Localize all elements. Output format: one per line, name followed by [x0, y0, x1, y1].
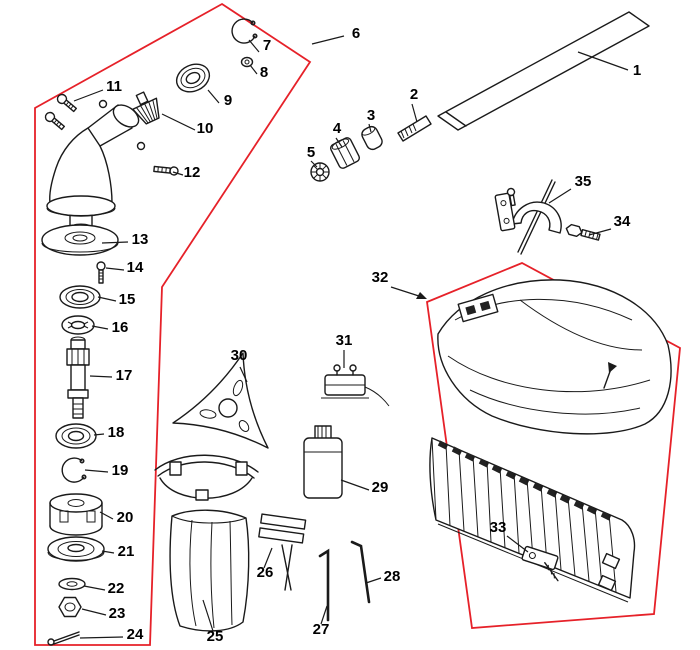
part-label-30: 30: [231, 347, 248, 364]
part-washer-lower: [58, 577, 86, 591]
part-label-6: 6: [352, 25, 360, 42]
part-label-27: 27: [313, 621, 330, 638]
part-harness-bag: [154, 454, 259, 632]
part-label-16: 16: [112, 319, 129, 336]
gear-head-group-outline: [34, 2, 312, 646]
part-lock-washer: [310, 162, 330, 182]
part-shaft-clamp: [494, 179, 562, 255]
arrowhead-32: [416, 292, 427, 299]
part-label-34: 34: [614, 213, 631, 230]
part-label-11: 11: [106, 78, 122, 95]
part-guard-shield: [429, 279, 672, 603]
part-label-26: 26: [257, 564, 274, 581]
part-dust-cup: [41, 224, 119, 256]
part-label-13: 13: [132, 231, 149, 248]
part-coupler-nut: [329, 137, 361, 169]
part-mount-kit: [321, 364, 390, 407]
part-label-9: 9: [224, 92, 232, 109]
leader-lines: [73, 35, 629, 639]
part-bevel-gear: [132, 91, 160, 125]
part-label-4: 4: [333, 120, 342, 137]
part-label-28: 28: [384, 568, 401, 585]
part-label-10: 10: [197, 120, 214, 137]
part-label-5: 5: [307, 144, 315, 161]
part-spindle-shaft: [66, 336, 90, 419]
part-label-1: 1: [633, 62, 641, 79]
part-washer-small: [240, 56, 254, 68]
part-label-22: 22: [108, 580, 125, 597]
part-bearing-small: [61, 315, 95, 335]
part-snap-ring-lower: [61, 457, 87, 483]
part-bearing-upper: [59, 285, 101, 309]
part-bottle: [303, 425, 343, 499]
part-label-32: 32: [372, 269, 389, 286]
part-label-24: 24: [127, 626, 144, 643]
part-label-31: 31: [336, 332, 353, 349]
part-label-21: 21: [118, 543, 135, 560]
part-bearing-top: [175, 63, 211, 93]
part-hex-wrench-long: [350, 540, 371, 604]
part-label-7: 7: [263, 37, 271, 54]
part-nut: [58, 596, 82, 618]
part-label-15: 15: [119, 291, 136, 308]
part-number-labels: 1 2 3 4 5 6 7 8 9 10 11 12 13 14 15 16 1…: [106, 25, 641, 645]
part-bracket-strap: [258, 513, 307, 591]
part-clamp-screws: [44, 93, 78, 131]
part-sleeve: [361, 125, 383, 151]
part-label-25: 25: [207, 628, 224, 645]
part-label-18: 18: [108, 424, 125, 441]
part-line-cutter: [521, 545, 559, 582]
part-label-33: 33: [490, 519, 507, 536]
part-label-3: 3: [367, 107, 375, 124]
part-snap-ring-top: [231, 18, 258, 44]
part-label-19: 19: [112, 462, 129, 479]
part-label-12: 12: [184, 164, 201, 181]
part-bearing-lower: [55, 423, 97, 449]
part-label-35: 35: [575, 173, 592, 190]
part-screw-vertical: [96, 261, 106, 284]
guard-group-outline: [426, 262, 681, 629]
part-gearbox-housing: [46, 99, 146, 233]
part-drive-shaft: [397, 115, 432, 142]
part-label-2: 2: [410, 86, 418, 103]
part-label-23: 23: [109, 605, 126, 622]
part-cup-flange: [47, 536, 105, 562]
part-blade-holder: [49, 493, 103, 536]
part-tri-blade: [172, 352, 269, 449]
part-label-17: 17: [116, 367, 133, 384]
part-label-8: 8: [260, 64, 268, 81]
part-housing-screw: [153, 165, 179, 176]
part-label-14: 14: [127, 259, 144, 276]
part-label-29: 29: [372, 479, 389, 496]
part-label-20: 20: [117, 509, 134, 526]
part-hex-wrench-l: [318, 548, 330, 622]
part-cotter-pin: [47, 631, 80, 646]
part-drive-tube: [437, 11, 650, 131]
